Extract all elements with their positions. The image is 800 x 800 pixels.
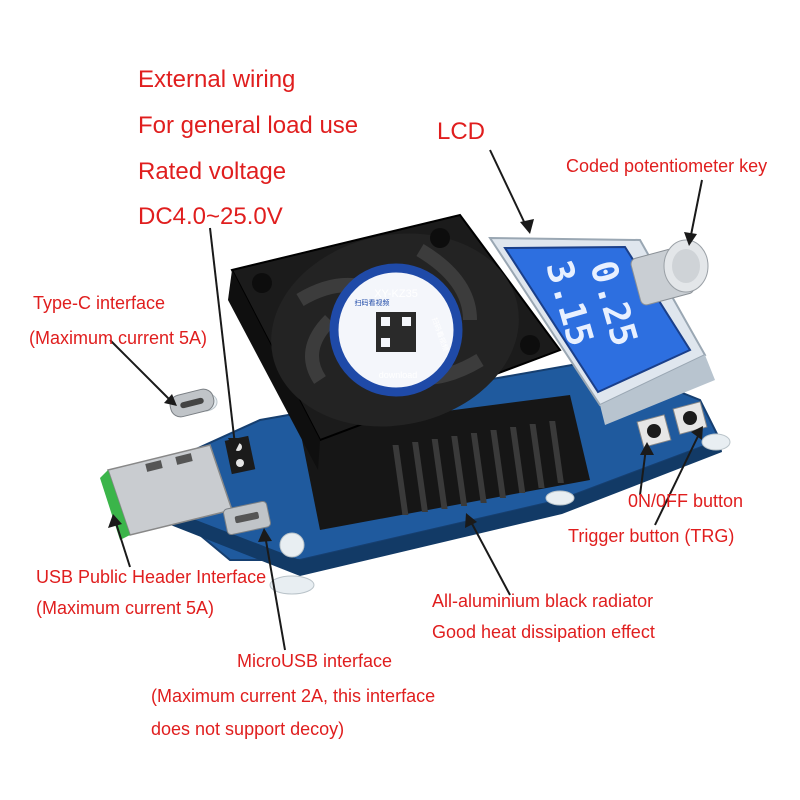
callout-trigger: Trigger button (TRG) bbox=[568, 526, 735, 546]
usb-a-plug bbox=[100, 444, 233, 540]
feature-rated-voltage: Rated voltage bbox=[138, 158, 287, 185]
mounting-feet bbox=[192, 392, 731, 595]
callout-micro-line2: does not support decoy) bbox=[151, 719, 345, 739]
callout-typec-title: Type-C interface bbox=[33, 293, 166, 313]
callout-micro-line1: (Maximum current 2A, this interface bbox=[151, 686, 436, 706]
arrowheads bbox=[108, 219, 703, 542]
feature-voltage-range: DC4.0~25.0V bbox=[138, 203, 283, 230]
cooling-fan: XY-KZ35 扫码看视频 扫码看视频 download bbox=[228, 213, 562, 470]
callout-typec-current: (Maximum current 5A) bbox=[29, 328, 208, 348]
feature-general-load: For general load use bbox=[138, 112, 359, 139]
fan-sticker-bottom-text: download bbox=[379, 370, 418, 380]
heat-sink bbox=[300, 395, 590, 530]
callout-usb-current: (Maximum current 5A) bbox=[36, 598, 215, 618]
callout-radiator-line1: All-aluminium black radiator bbox=[432, 591, 654, 611]
micro-usb-port bbox=[223, 500, 271, 536]
pointer-lines bbox=[109, 149, 703, 651]
feature-external-wiring: External wiring bbox=[138, 66, 296, 93]
callout-onoff: 0N/0FF button bbox=[628, 491, 744, 511]
callout-radiator-line2: Good heat dissipation effect bbox=[432, 622, 655, 642]
callout-usb-title: USB Public Header Interface bbox=[36, 567, 267, 587]
type-c-port bbox=[169, 388, 215, 418]
fan-sticker-left-text: 扫码看视频 bbox=[355, 298, 390, 307]
callout-encoder: Coded potentiometer key bbox=[566, 156, 768, 176]
fan-sticker-model: XY-KZ35 bbox=[374, 288, 418, 300]
buttons bbox=[636, 401, 708, 448]
encoder-knob bbox=[630, 239, 709, 306]
callout-micro-title: MicroUSB interface bbox=[237, 651, 393, 671]
callout-lcd: LCD bbox=[437, 118, 486, 145]
